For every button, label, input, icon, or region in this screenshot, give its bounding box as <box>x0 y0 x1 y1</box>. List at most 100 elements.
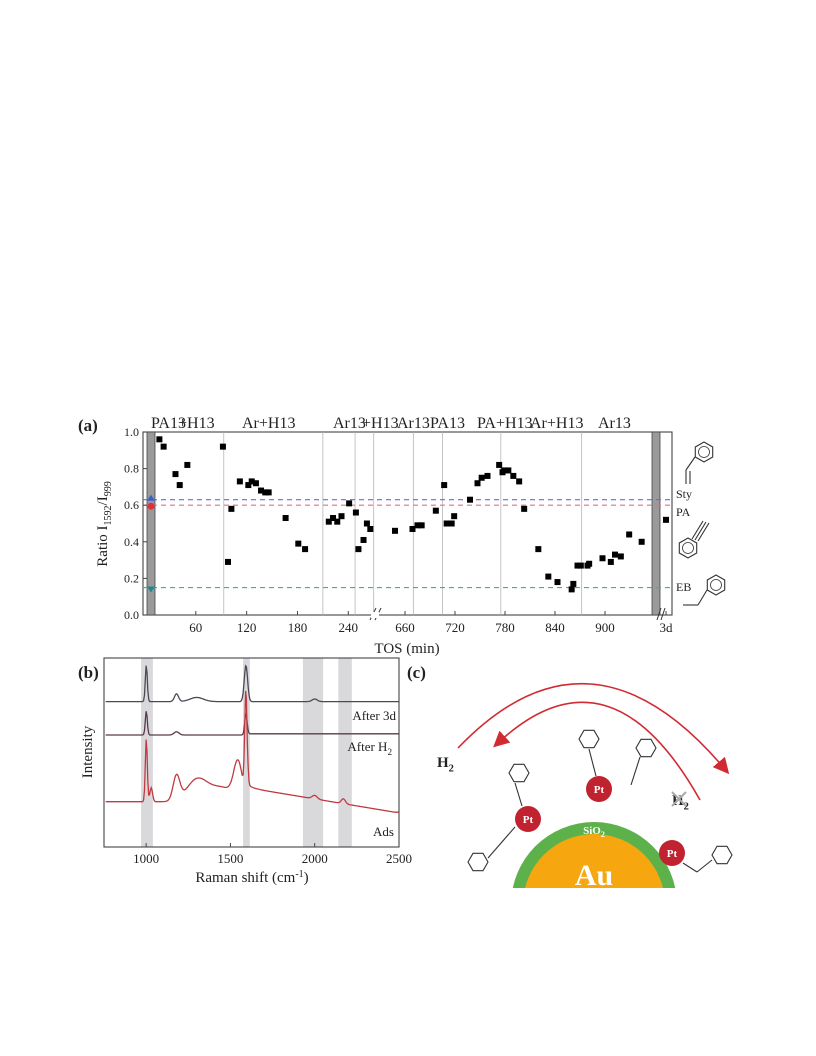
middle: PA+H13 <box>477 415 533 432</box>
y-tick-label-a-5: 1.0 <box>124 425 139 439</box>
adsorbed-eb-bond-1 <box>696 859 713 873</box>
adsorbed-sty-bond <box>588 748 597 777</box>
x-axis-label-b: Raman shift (cm-1) <box>195 869 308 886</box>
data-point-a-43 <box>501 467 508 474</box>
x-axis-label-a: TOS (min) <box>374 641 439 657</box>
series-label-ads: Ads <box>373 824 394 839</box>
data-point-a-12 <box>258 487 265 494</box>
data-point-a-22 <box>346 500 353 507</box>
phenylacetylene-ring-icon <box>678 537 698 559</box>
start-gray-band <box>146 431 156 616</box>
data-point-a-27 <box>367 525 374 532</box>
pt-site-2 <box>659 840 685 866</box>
data-point-a-59 <box>612 551 618 558</box>
x-tick-label-a-7: 840 <box>545 620 565 635</box>
x-tick-label-a-2: 180 <box>288 620 308 635</box>
adsorbed-pa-ring-icon <box>508 763 530 783</box>
plot-frame-b <box>103 657 400 848</box>
pt-label-1: Pt <box>594 784 605 796</box>
middle: Ar13 <box>598 415 631 432</box>
data-point-a-5 <box>219 443 226 450</box>
middle: Ar13 <box>397 415 430 432</box>
data-point-a-33 <box>441 482 448 489</box>
styrene-ring-icon-ring <box>698 446 710 458</box>
data-point-a-41 <box>496 461 503 468</box>
sty-marker <box>147 494 155 501</box>
middle: Ar+H13 <box>242 415 295 432</box>
end-gray-band <box>651 431 661 616</box>
data-point-a-60 <box>617 553 624 560</box>
data-point-a-28 <box>392 527 398 534</box>
y-tick-label-a-3: 0.6 <box>124 498 139 512</box>
data-point-a-63 <box>663 516 669 523</box>
data-point-a-8 <box>236 478 243 485</box>
middle: PA13 <box>151 415 186 432</box>
y-tick-label-a-2: 0.4 <box>124 535 139 549</box>
arrow-h2-desorption <box>493 701 701 801</box>
x-tick-label-b-2: 2000 <box>302 851 328 866</box>
axis-break-gap <box>371 612 379 618</box>
data-point-a-44 <box>505 467 512 474</box>
molecule-label-sty: Sty <box>676 487 692 501</box>
x-tick-label-a-3: 240 <box>339 620 359 635</box>
styrene-vinyl-1 <box>685 456 696 471</box>
highlight-band-1 <box>243 658 250 847</box>
data-point-a-51 <box>568 586 575 593</box>
x-tick-label-b-1: 1500 <box>217 851 243 866</box>
data-point-a-24 <box>355 546 362 553</box>
data-point-a-62 <box>638 538 645 545</box>
diagram-c-catalyst-scheme: AuSiO2PtPtPtH2H2 <box>437 682 733 888</box>
data-point-a-14 <box>265 489 272 496</box>
middle: PA13 <box>430 415 465 432</box>
data-point-a-6 <box>225 558 231 565</box>
x-tick-label-a-6: 780 <box>495 620 515 635</box>
pa-triple-3 <box>691 520 704 540</box>
data-point-a-2 <box>172 471 179 478</box>
data-point-a-50 <box>554 579 561 586</box>
data-point-a-26 <box>363 520 370 527</box>
au-core <box>525 834 663 888</box>
axis-break-2a <box>656 607 662 621</box>
adsorbed-sty2-ring-icon <box>635 738 657 758</box>
middle: +H13 <box>362 415 399 432</box>
data-point-a-54 <box>577 562 584 569</box>
x-tick-label-b-3: 2500 <box>386 851 412 866</box>
data-point-a-58 <box>607 558 614 565</box>
pa-triple-2 <box>697 522 710 542</box>
data-point-a-56 <box>586 560 593 567</box>
x-tick-label-a-0: 60 <box>189 620 202 635</box>
spectrum-line-1 <box>105 711 399 736</box>
data-point-a-21 <box>338 513 345 520</box>
data-point-a-38 <box>474 480 481 487</box>
y-tick-label-a-4: 0.8 <box>124 462 139 476</box>
data-point-a-10 <box>248 478 255 485</box>
ethylbenzene-ring-icon <box>706 574 726 596</box>
ethylbenzene-ring-icon-ring <box>710 579 722 591</box>
adsorbed-eb-bond-2 <box>682 862 698 873</box>
highlight-band-2 <box>302 658 324 847</box>
panel-label-a: (a) <box>78 416 98 435</box>
data-point-a-13 <box>262 489 269 496</box>
data-point-a-25 <box>360 536 367 543</box>
data-point-a-34 <box>443 520 450 527</box>
data-point-a-29 <box>409 525 416 532</box>
y-tick-label-a-0: 0.0 <box>124 608 139 622</box>
series-label-after-3d: After 3d <box>352 708 396 723</box>
data-point-a-48 <box>535 546 542 553</box>
pt-label-2: Pt <box>667 848 678 860</box>
adsorbed-sty-ring-icon <box>578 729 600 749</box>
pt-site-1 <box>586 776 612 802</box>
panel-label-b: (b) <box>78 663 99 682</box>
middle: +H13 <box>178 415 215 432</box>
eb-ethyl-1 <box>697 589 708 606</box>
data-point-a-30 <box>414 522 421 529</box>
data-point-a-35 <box>448 520 455 527</box>
styrene-ring-icon <box>694 441 714 463</box>
adsorbed-pa2-bond <box>487 826 516 859</box>
adsorbed-eb-ring-icon <box>711 845 733 865</box>
phenylacetylene-ring-icon-ring <box>682 542 694 554</box>
data-point-a-20 <box>334 518 341 525</box>
eb-marker <box>147 586 155 593</box>
